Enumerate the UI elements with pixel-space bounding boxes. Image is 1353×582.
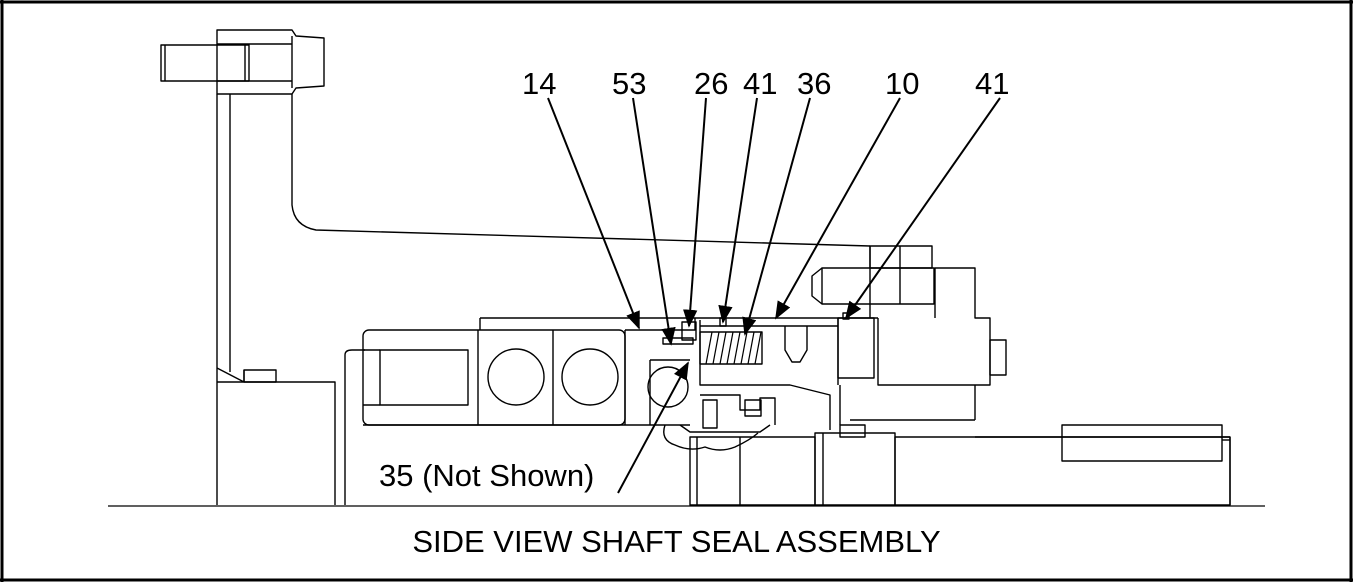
left-housing xyxy=(217,381,336,505)
bracket-plate xyxy=(216,94,871,505)
callout-35-not-shown: 35 (Not Shown) xyxy=(379,458,595,493)
leader-41b xyxy=(844,97,1001,320)
leader-41a xyxy=(718,97,758,324)
leader-36 xyxy=(742,97,811,336)
bearing-ball-1 xyxy=(487,348,545,406)
bearing-housing xyxy=(362,329,626,426)
callout-10: 10 xyxy=(885,66,920,101)
callout-53: 53 xyxy=(612,66,647,101)
top-bolt-head xyxy=(216,29,325,95)
shaft-step-2 xyxy=(814,432,896,506)
leader-10 xyxy=(775,97,901,320)
leader-35 xyxy=(617,361,689,494)
leader-26 xyxy=(683,97,707,328)
callout-36: 36 xyxy=(797,66,832,101)
callout-26: 26 xyxy=(694,66,729,101)
drawing-caption: SIDE VIEW SHAFT SEAL ASSEMBLY xyxy=(412,524,941,559)
callout-leaders xyxy=(547,97,1001,494)
shaft-step-1 xyxy=(689,436,816,506)
callout-41-right: 41 xyxy=(975,66,1010,101)
callout-41-upper: 41 xyxy=(743,66,778,101)
leader-53 xyxy=(632,97,676,346)
bearing-ball-2 xyxy=(561,348,619,406)
pin-53 xyxy=(662,337,694,345)
top-bolt-shank xyxy=(160,44,250,82)
assembly-outline xyxy=(160,29,1231,506)
leader-14 xyxy=(547,97,640,330)
callout-14: 14 xyxy=(522,66,557,101)
